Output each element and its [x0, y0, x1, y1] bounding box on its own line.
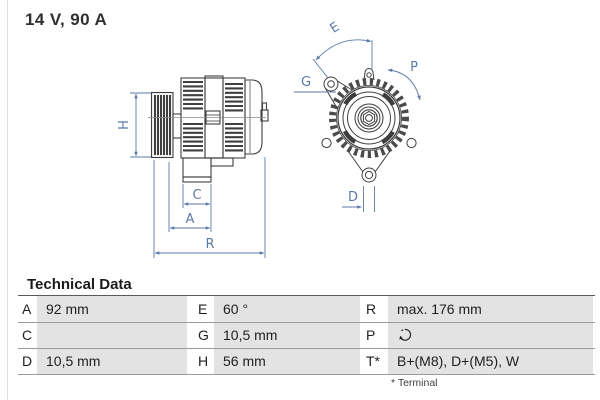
table-value-C	[37, 322, 187, 348]
table-label-C: C	[22, 327, 33, 343]
table-value-H: 56 mm	[214, 348, 360, 374]
dimension-P-label: P	[410, 60, 418, 75]
table-label-T: T*	[366, 353, 380, 369]
shaft-nut	[362, 110, 376, 126]
table-value-G: 10,5 mm	[214, 322, 360, 348]
dimension-P: P	[387, 60, 421, 101]
table-value-D: 10,5 mm	[37, 348, 187, 374]
dimension-H: H	[117, 92, 151, 158]
bottom-mounting-boss	[347, 150, 391, 183]
cooling-fins	[183, 80, 243, 152]
table-row-separator	[18, 322, 595, 323]
terminal-footnote: * Terminal	[391, 377, 438, 389]
table-row-separator	[18, 348, 595, 349]
table-label-E: E	[198, 301, 208, 317]
dimension-D-label: D	[348, 190, 358, 205]
product-spec-title: 14 V, 90 A	[25, 10, 108, 29]
table-bottom-line	[18, 374, 595, 375]
page-edge-line	[7, 0, 8, 400]
table-value-E: 60 °	[214, 296, 360, 322]
vent-slots	[339, 88, 399, 148]
table-label-A: A	[22, 301, 32, 317]
table-label-G: G	[198, 327, 209, 343]
table-label-R: R	[366, 301, 377, 317]
front-view-drawing	[321, 68, 417, 183]
side-view-drawing	[148, 75, 269, 183]
housing-rings	[337, 86, 401, 150]
technical-data-heading: Technical Data	[27, 276, 132, 293]
dimension-A: A	[168, 162, 211, 232]
dimension-R-label: R	[205, 237, 214, 252]
side-view-dimensions: H C A R	[117, 92, 266, 258]
fan-teeth-ring	[329, 78, 409, 158]
side-lug-right	[406, 137, 417, 149]
dimension-R: R	[153, 157, 266, 258]
dimension-D: D	[342, 186, 375, 212]
table-value-R: max. 176 mm	[388, 296, 593, 322]
dimension-E-label: E	[328, 20, 343, 37]
dimension-G: G	[294, 75, 336, 93]
top-lug	[363, 68, 375, 81]
dimension-C-label: C	[192, 188, 201, 203]
table-label-D: D	[22, 353, 33, 369]
dimension-H-label: H	[117, 120, 132, 130]
dimension-A-label: A	[186, 212, 195, 227]
table-heading-underline	[18, 295, 595, 296]
table-value-P	[388, 322, 593, 348]
table-label-P: P	[366, 327, 376, 343]
table-value-A: 92 mm	[37, 296, 187, 322]
rotation-direction-icon	[399, 328, 412, 341]
dimension-C: C	[182, 184, 212, 232]
alternator-technical-drawing: H C A R	[117, 20, 421, 258]
dimension-E: E	[312, 20, 373, 79]
mounting-foot	[182, 157, 234, 183]
pulley	[150, 91, 174, 159]
table-value-T: B+(M8), D+(M5), W	[388, 348, 593, 374]
table-label-H: H	[198, 353, 209, 369]
dimension-G-label: G	[301, 75, 311, 90]
mounting-ear	[323, 76, 353, 109]
side-lug-left	[321, 137, 332, 149]
